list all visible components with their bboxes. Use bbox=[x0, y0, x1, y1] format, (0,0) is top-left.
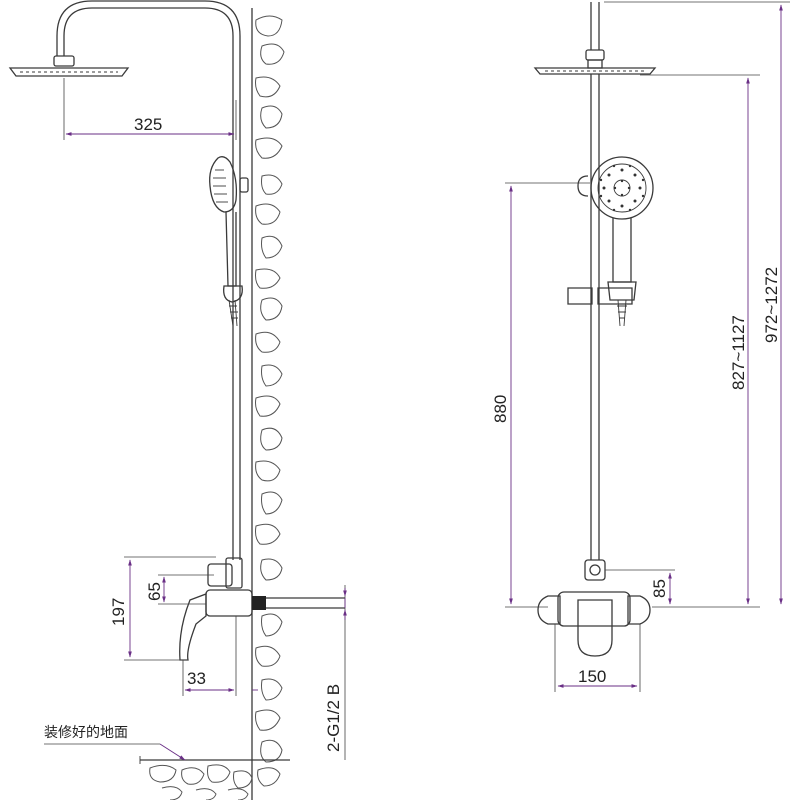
dim-mixer-depth: 33 bbox=[187, 669, 206, 688]
wall-section bbox=[139, 8, 290, 800]
dim-outlet-to-valve: 85 bbox=[650, 579, 669, 598]
floor-note: 装修好的地面 bbox=[44, 725, 128, 741]
front-view-shower bbox=[533, 2, 657, 657]
side-view-shower bbox=[8, 0, 345, 661]
dim-mixer-outlet: 65 bbox=[145, 582, 164, 601]
dim-adjustable-height-a: 827~1127 bbox=[729, 315, 748, 390]
dim-arm-reach: 325 bbox=[134, 115, 162, 134]
dim-adjustable-height-b: 972~1272 bbox=[762, 267, 781, 343]
dim-inlet-thread: 2-G1/2 B bbox=[324, 684, 343, 752]
hand-shower-front bbox=[567, 156, 654, 327]
dim-handheld-height: 880 bbox=[491, 395, 510, 423]
mixer-valve-front bbox=[537, 559, 651, 657]
hand-shower-side bbox=[209, 156, 243, 327]
dim-inlet-spacing: 150 bbox=[578, 667, 606, 686]
rain-shower-head-side bbox=[8, 55, 130, 77]
front-view-dimensions: 880 827~1127 972~1272 85 150 bbox=[491, 1, 790, 692]
side-view-dimensions: 325 197 65 33 2-G1/2 B 装修好的地面 bbox=[44, 78, 347, 761]
mixer-valve-side bbox=[179, 555, 345, 661]
dim-mixer-height: 197 bbox=[109, 598, 128, 626]
